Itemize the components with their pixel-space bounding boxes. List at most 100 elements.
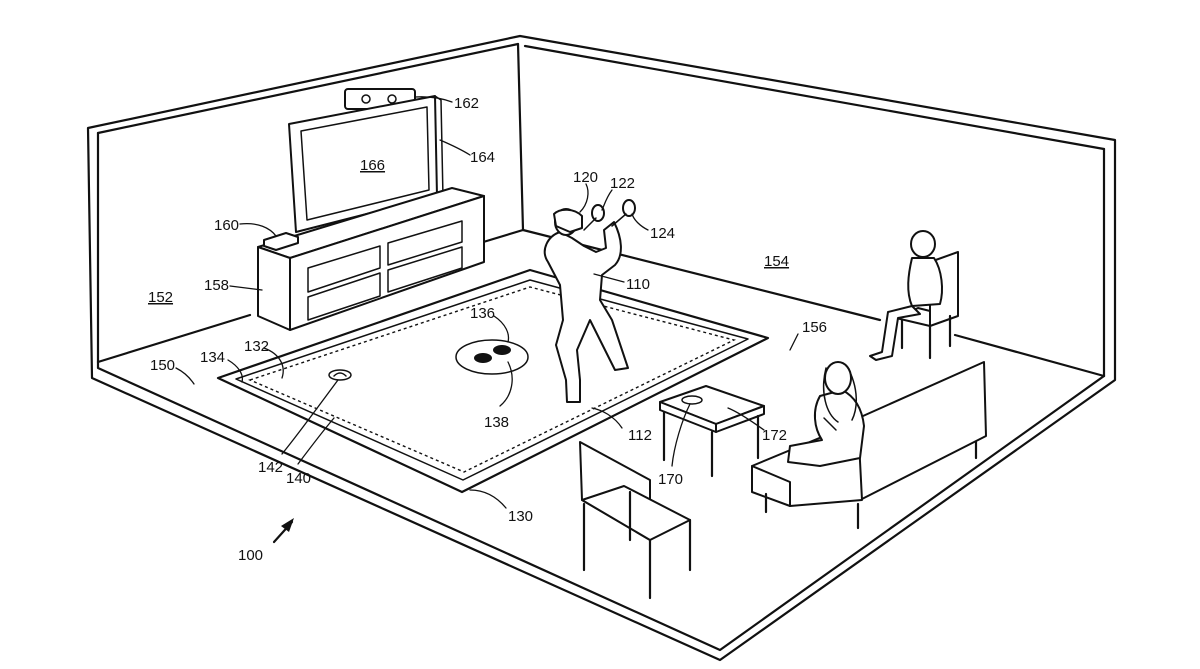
label-136: 136: [470, 305, 495, 322]
footprint-zone: [455, 339, 529, 375]
sofa-spectator-hair: [822, 367, 857, 423]
floor-front-edge: [96, 360, 1106, 652]
label-138: 138: [484, 414, 509, 431]
room-outer-outline: [86, 34, 1117, 662]
sofa: [751, 361, 987, 530]
leader-132: [263, 347, 284, 379]
controller-124: [622, 199, 636, 217]
label-170: 170: [658, 471, 683, 488]
leader-124: [631, 213, 649, 231]
footprint-left: [474, 353, 492, 363]
footprint-circle: [455, 339, 529, 375]
leader-136: [493, 315, 510, 343]
label-112: 112: [628, 427, 652, 444]
leader-158: [229, 285, 263, 291]
rug-outer-edge: [216, 268, 770, 494]
label-124: 124: [650, 225, 675, 242]
table-right: [715, 405, 765, 433]
sofa-spectator-head: [824, 361, 852, 395]
leader-130: [469, 489, 507, 509]
cabinet-side: [257, 246, 291, 331]
leader-122: [601, 189, 613, 211]
user-body: [543, 221, 629, 403]
left-wall-top-inner: [96, 42, 520, 135]
label-100: 100: [238, 547, 263, 564]
sofa-spectator-device: [823, 417, 837, 431]
sofa-spectator: [787, 361, 865, 467]
label-162: 162: [454, 95, 479, 112]
sofa-legs: [764, 440, 978, 530]
sensor-lens-right: [387, 94, 397, 104]
leader-150: [175, 367, 195, 385]
sofa-arm: [751, 465, 791, 507]
label-158: 158: [204, 277, 229, 294]
leader-172: [727, 407, 765, 431]
label-164: 164: [470, 149, 495, 166]
floor-back-left-edge: [96, 313, 252, 364]
leader-170: [671, 403, 691, 467]
table-legs: [662, 410, 760, 478]
label-172: 172: [762, 427, 787, 444]
label-142: 142: [258, 459, 283, 476]
label-134: 134: [200, 349, 225, 366]
label-154: 154: [764, 253, 789, 270]
label-110: 110: [626, 276, 650, 293]
sensor-lens-left: [361, 94, 371, 104]
floor-back-edge-mid: [478, 228, 882, 322]
cabinet-shelf-bottom-right: [387, 246, 463, 293]
front-chair-legs: [582, 490, 692, 600]
right-wall-top-inner: [523, 44, 1106, 151]
leader-lines: [175, 96, 799, 509]
cabinet-shelf-top: [307, 245, 381, 293]
spectator-torso: [907, 257, 943, 307]
label-132: 132: [244, 338, 269, 355]
media-cabinet: [257, 187, 485, 331]
user-arm-left: [583, 217, 597, 231]
leader-138: [499, 361, 513, 407]
label-150: 150: [150, 357, 175, 374]
label-156: 156: [802, 319, 827, 336]
sofa-back: [853, 361, 987, 501]
label-120: 120: [573, 169, 598, 186]
guardian-marker-swirl: [333, 372, 347, 377]
controller-122: [591, 204, 605, 222]
table-object: [681, 395, 703, 405]
play-area-rug: [216, 268, 770, 494]
rug-boundary-dashed: [248, 286, 737, 473]
leader-156: [789, 333, 799, 351]
label-122: 122: [610, 175, 635, 192]
leader-164: [439, 139, 471, 156]
label-166: 166: [360, 157, 385, 174]
console-body: [263, 232, 299, 251]
footprint-right: [493, 345, 511, 355]
leader-140: [297, 417, 335, 465]
vr-user: [543, 199, 636, 403]
spectator-legs: [869, 305, 921, 361]
guardian-marker-142: [328, 369, 352, 381]
leader-112: [591, 407, 623, 429]
arrow-head: [281, 518, 294, 532]
spectator-chair-back: [869, 230, 959, 361]
leader-142: [281, 379, 339, 455]
room: [86, 34, 1117, 662]
coffee-table: [659, 385, 765, 478]
cabinet-shelf-top-right: [387, 220, 463, 266]
tv-screen: [300, 106, 430, 221]
user-arm-right: [611, 213, 627, 227]
leader-160: [239, 222, 277, 237]
game-console: [263, 232, 299, 251]
leader-110: [593, 273, 625, 283]
label-130: 130: [508, 508, 533, 525]
label-140: 140: [286, 470, 311, 487]
sofa-spectator-body: [787, 389, 865, 467]
rug-inner-border: [235, 279, 749, 481]
spectator-head: [910, 230, 936, 258]
cabinet-shelf-bottom: [307, 272, 381, 321]
leader-162: [414, 96, 453, 103]
chair-front: [579, 441, 692, 600]
label-160: 160: [214, 217, 239, 234]
reference-labels: 100 110 112 120 122 124 130 132 134 136 …: [148, 95, 827, 564]
back-chair-legs: [900, 314, 952, 360]
floor-right-edge: [953, 333, 1106, 378]
